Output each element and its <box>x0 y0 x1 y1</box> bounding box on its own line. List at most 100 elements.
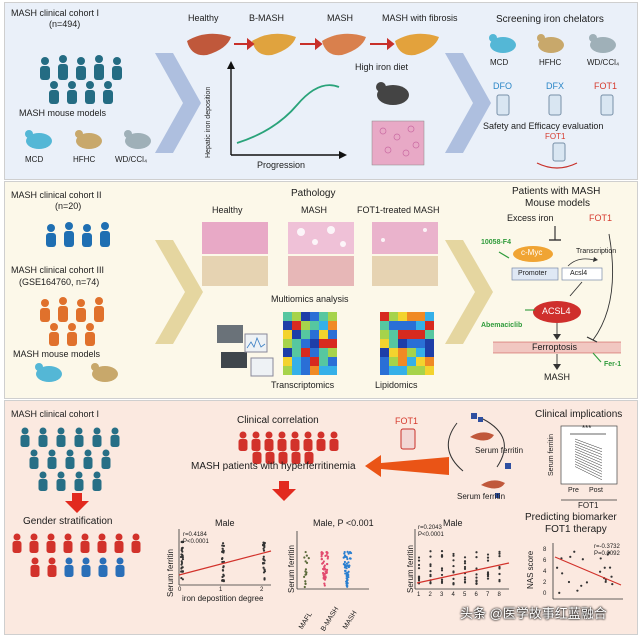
acsl4-node <box>533 301 581 323</box>
cohort-label: MASH clinical cohort I <box>11 409 100 419</box>
fot1-label: FOT1 <box>395 416 419 426</box>
mouse-models-label: MASH mouse models <box>13 349 101 359</box>
lipidomics-heatmap <box>380 312 434 375</box>
model-mcd: MCD <box>25 155 44 164</box>
plot3-xtick: 5 <box>463 592 467 598</box>
y-axis-label: Hepatic iron deposition <box>205 86 212 158</box>
nas-score-plot <box>552 543 623 600</box>
people-icon <box>20 427 120 491</box>
top-panel: MASH clinical cohort I (n=494) MASH mous… <box>4 2 638 180</box>
chelator-dfo: DFO <box>493 81 512 91</box>
people-icon <box>46 222 110 247</box>
pathway-diagram <box>493 226 621 370</box>
fer1-label: Fer-1 <box>604 361 622 368</box>
plot4-ytick: 4 <box>543 569 547 575</box>
fot1-axis-label: FOT1 <box>578 501 599 510</box>
people-icon <box>40 297 104 346</box>
red-down-arrow <box>65 493 89 513</box>
pathology-title: Pathology <box>291 188 336 199</box>
plot1-title: Male <box>215 518 235 528</box>
histology-image <box>371 120 425 166</box>
plot3-r: r=0.2043 <box>418 525 442 531</box>
plot3-xtick: 8 <box>497 592 501 598</box>
middle-panel: MASH clinical cohort II (n=20) MASH clin… <box>4 181 638 399</box>
cohort-label: MASH clinical cohort I <box>11 8 100 18</box>
acsl4-protein-label: ACSL4 <box>542 306 571 316</box>
transcription-label: Transcription <box>576 248 617 255</box>
stage-bmash: B-MASH <box>249 13 285 23</box>
plot2-title: Male, P <0.001 <box>313 518 374 528</box>
chevron-arrow <box>445 240 493 344</box>
cohort2-n: (n=20) <box>55 201 82 211</box>
instrument-icon <box>217 325 274 377</box>
red-down-arrow <box>272 481 296 501</box>
abemaciclib-label: Abemaciclib <box>481 322 523 329</box>
mouse-models-title: Mouse models <box>525 198 591 209</box>
fot1-label: FOT1 <box>589 213 613 223</box>
plot1-xtick: 0 <box>178 587 182 593</box>
ferritin-vs-iron-plot <box>178 529 272 586</box>
bottom-panel-graphics <box>12 413 623 600</box>
vial-icon <box>400 428 416 450</box>
plot1-p: P<0.0001 <box>183 539 209 545</box>
cmyc-node <box>513 246 553 262</box>
cohort3-label: MASH clinical cohort III <box>11 265 105 275</box>
plot1-xlabel: iron depostition degree <box>182 594 264 603</box>
people-icon <box>40 55 122 104</box>
plot3-ylabel: Serum ferritin <box>406 544 415 593</box>
plot4-ytick: 2 <box>543 580 547 586</box>
plot3-xtick: 1 <box>417 592 421 598</box>
patients-title: Patients with MASH <box>512 186 601 197</box>
chelator-fot1: FOT1 <box>594 81 618 91</box>
cmyc-label: c-Myc <box>521 248 543 257</box>
predicting-biomarker-title: Predicting biomarker <box>525 512 617 523</box>
plot3-xtick: 6 <box>474 592 478 598</box>
excess-iron-label: Excess iron <box>507 213 554 223</box>
top-panel-graphics <box>25 33 616 169</box>
significance-stars: *** <box>582 424 592 433</box>
ferritin-by-stage-plot <box>296 531 369 590</box>
mouse-icon <box>35 363 118 382</box>
plot3-xtick: 7 <box>486 592 490 598</box>
liver-icon <box>187 33 439 56</box>
chelator-dfx: DFX <box>546 81 564 91</box>
plot3-xtick: 3 <box>440 592 444 598</box>
promoter-label: Promoter <box>518 270 547 277</box>
lipidomics-label: Lipidomics <box>375 380 418 390</box>
model-hfhc: HFHC <box>539 58 562 67</box>
plot4-ylabel: NAS score <box>526 550 535 589</box>
impl-y-label: Serum ferritin <box>548 433 555 476</box>
mouse-icon <box>25 130 151 149</box>
plot1-xtick: 2 <box>260 587 264 593</box>
plot1-r: r=0.4184 <box>183 532 207 538</box>
transcriptomics-label: Transcriptomics <box>271 380 335 390</box>
ferritin-cycle <box>447 413 511 498</box>
clinical-implications-plot <box>560 425 618 501</box>
watermark: 头条 @医学故事红蓝融合 <box>460 606 607 621</box>
path-col-fot1: FOT1-treated MASH <box>357 205 440 215</box>
stage-healthy: Healthy <box>188 13 219 23</box>
plot4-ytick: 0 <box>543 591 547 597</box>
inhibitor-10058-label: 10058-F4 <box>481 239 511 246</box>
ferroptosis-label: Ferroptosis <box>532 342 578 352</box>
cohort2-label: MASH clinical cohort II <box>11 190 102 200</box>
plot4-ytick: 8 <box>543 547 547 553</box>
diet-label: High iron diet <box>355 62 409 72</box>
plot4-p: P=0.0092 <box>594 551 620 557</box>
chevron-arrow <box>155 53 201 153</box>
fot1-therapy-title: FOT1 therapy <box>545 524 607 535</box>
clinical-correlation-title: Clinical correlation <box>237 415 319 426</box>
chevron-arrow <box>155 240 203 344</box>
fot1-label: FOT1 <box>545 132 566 141</box>
stage-mash: MASH <box>327 13 354 23</box>
mouse-icon <box>489 34 616 53</box>
plot4-r: r=-0.3732 <box>594 544 620 550</box>
model-mcd: MCD <box>490 58 509 67</box>
mash-outcome-label: MASH <box>544 372 571 382</box>
safety-label: Safety and Efficacy evaluation <box>483 121 604 131</box>
plot1-ylabel: Serum ferritin <box>166 548 175 597</box>
model-hfhc: HFHC <box>73 155 96 164</box>
x-axis-label: Progression <box>257 160 306 170</box>
people-icon <box>238 431 339 464</box>
clinical-implications-title: Clinical implications <box>535 409 623 420</box>
